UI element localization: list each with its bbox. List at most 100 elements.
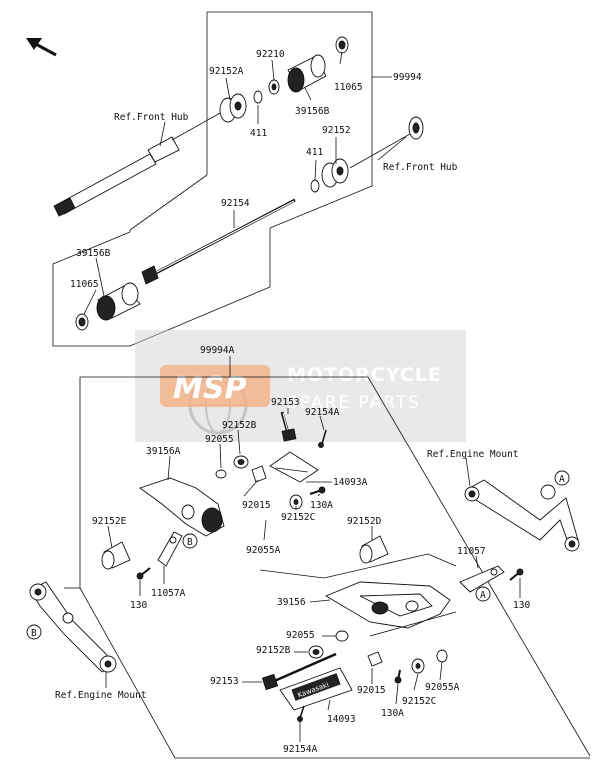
bolt-92153-top (280, 411, 297, 442)
bracket-11057A (157, 531, 183, 567)
label-99994A: 99994A (200, 345, 235, 356)
label-92152B-b: 92152B (256, 645, 291, 656)
label-92153-a: 92153 (271, 397, 300, 408)
label-11057: 11057 (457, 546, 486, 557)
label-92015-b: 92015 (357, 685, 386, 696)
leader-lines-top (83, 51, 407, 315)
bolt-130-right (509, 568, 524, 581)
label-92154A-b: 92154A (283, 744, 318, 755)
watermark-logo: MSP (173, 371, 246, 406)
label-130A-b: 130A (381, 708, 404, 719)
washer-92055-top (215, 469, 227, 479)
cover-14093: Kawasaki (279, 667, 353, 711)
bottom-group-frame (64, 356, 591, 759)
label-92152C-a: 92152C (281, 512, 315, 523)
label-39156A: 39156A (146, 446, 181, 457)
arrow-up-left-icon (26, 38, 57, 57)
part-labels: 99994 92210 92152A 11065 39156B 411 Ref.… (55, 49, 530, 755)
label-92152E: 92152E (92, 516, 127, 527)
label-11057A: 11057A (151, 588, 186, 599)
guide-lines (259, 553, 457, 637)
label-11065-top: 11065 (334, 82, 363, 93)
engine-mount-right (464, 479, 580, 552)
bolt-130-left (136, 567, 151, 580)
label-92055A-b: 92055A (425, 682, 460, 693)
label-92153-b: 92153 (210, 676, 239, 687)
front-axle (53, 111, 223, 217)
label-92152D: 92152D (347, 516, 382, 527)
label-411-mid: 411 (306, 147, 323, 158)
engine-mount-left (29, 581, 117, 673)
watermark-line1: MOTORCYCLE (287, 364, 442, 386)
slider-base-39156 (324, 581, 451, 629)
label-130-a: 130 (513, 600, 530, 611)
leader-lines-bottom (105, 408, 521, 742)
cover-14093A (269, 451, 319, 483)
label-ref-engine-mount-right: Ref.Engine Mount (427, 449, 519, 460)
label-99994: 99994 (393, 72, 422, 83)
label-11065-low: 11065 (70, 279, 99, 290)
screw-92154A-top (318, 429, 327, 448)
cap-11065-low (75, 313, 89, 331)
label-92154A-a: 92154A (305, 407, 340, 418)
spacer-92152A (219, 93, 247, 123)
callout-B-2-label: B (31, 628, 37, 639)
nut-92210 (268, 79, 280, 95)
callout-A-2-label: A (480, 590, 486, 601)
callout-B-1-label: B (187, 537, 193, 548)
label-ref-front-hub-left: Ref.Front Hub (114, 112, 189, 123)
nut-92015-low (367, 651, 383, 667)
label-92154: 92154 (221, 198, 250, 209)
label-39156B-low: 39156B (76, 248, 111, 259)
label-14093A: 14093A (333, 477, 368, 488)
label-ref-front-hub-right: Ref.Front Hub (383, 162, 458, 173)
label-411-top: 411 (250, 128, 267, 139)
spacer-92152B-top (233, 455, 249, 469)
label-130A-a: 130A (310, 500, 333, 511)
slider-39156B-low (96, 282, 141, 321)
label-14093: 14093 (327, 714, 356, 725)
callout-B-2: B (26, 624, 42, 640)
nut-92015-top (251, 465, 267, 483)
cap-11065-top (335, 36, 349, 54)
bracket-11057 (459, 565, 505, 593)
label-92015-a: 92015 (242, 500, 271, 511)
washer-92055A-low (436, 649, 448, 663)
label-92055-a: 92055 (205, 434, 234, 445)
screw-92154A-low (297, 705, 305, 722)
bolt-92154 (141, 198, 296, 285)
label-39156: 39156 (277, 597, 306, 608)
label-92152: 92152 (322, 125, 351, 136)
label-92210: 92210 (256, 49, 285, 60)
bracket-39156A (139, 477, 225, 537)
top-group-frame (52, 11, 392, 347)
callout-B-1: B (182, 533, 198, 549)
collar-92152D (359, 535, 389, 564)
label-92152B-a: 92152B (222, 420, 257, 431)
washer-411-top (253, 90, 263, 104)
label-39156B-top: 39156B (295, 106, 330, 117)
label-92055-b: 92055 (286, 630, 315, 641)
callout-A-1: A (554, 470, 570, 486)
bolt-130A-low (394, 669, 402, 684)
bolt-92153-low (261, 652, 337, 691)
label-92152C-b: 92152C (402, 696, 436, 707)
washer-411-mid (310, 179, 320, 193)
washer-92055-low (335, 630, 349, 642)
spacer-92152B-low (308, 645, 324, 659)
label-92055A-a: 92055A (246, 545, 281, 556)
front-hub-ring (349, 116, 424, 169)
label-92152A: 92152A (209, 66, 244, 77)
callout-A-2: A (475, 586, 491, 602)
watermark: MSP MOTORCYCLE SPARE PARTS (135, 330, 466, 442)
label-130-b: 130 (130, 600, 147, 611)
callout-A-1-label: A (559, 474, 565, 485)
bolt-130A-top (309, 486, 326, 495)
collar-92152E (101, 541, 131, 570)
label-ref-engine-mount-left: Ref.Engine Mount (55, 690, 147, 701)
spacer-92152C-low (411, 658, 425, 674)
slider-39156B-top (287, 54, 327, 93)
spacer-92152 (321, 158, 349, 188)
